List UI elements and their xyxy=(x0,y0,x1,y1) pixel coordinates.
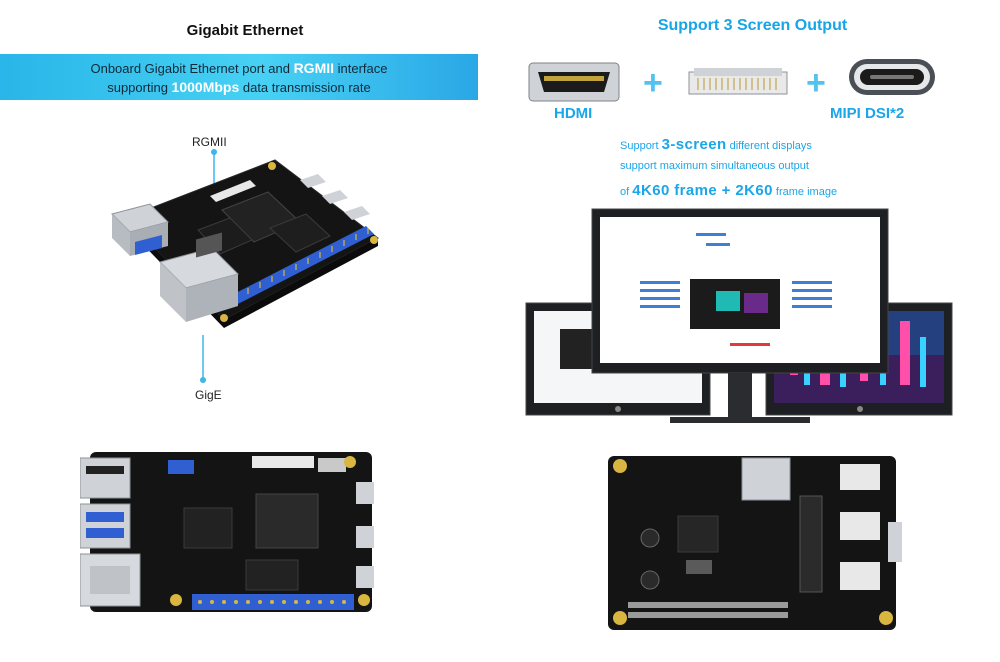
feature-highlight: 3-screen xyxy=(661,136,727,153)
banner-text: supporting xyxy=(107,80,172,95)
usb-c-port-icon xyxy=(849,59,935,95)
fpc-connector-icon xyxy=(688,68,788,95)
ethernet-banner: Onboard Gigabit Ethernet port and RGMII … xyxy=(0,54,478,100)
banner-highlight-1000mbps: 1000Mbps xyxy=(171,79,240,95)
three-monitors-image xyxy=(525,208,953,423)
rgmii-callout-label: RGMII xyxy=(192,135,227,149)
board-isometric-image xyxy=(111,149,379,383)
feature-line-1: Support 3-screen different displays xyxy=(620,136,812,153)
feature-highlight: 4K60 frame + 2K60 xyxy=(632,182,773,199)
feature-line-2: support maximum simultaneous output xyxy=(620,160,809,172)
banner-line-2: supporting 1000Mbps data transmission ra… xyxy=(0,78,478,97)
hdmi-port-icon xyxy=(528,62,620,102)
feature-line-3: of 4K60 frame + 2K60 frame image xyxy=(620,182,837,199)
feature-text: of xyxy=(620,186,633,198)
plus-sign: + xyxy=(643,64,663,102)
feature-text: different displays xyxy=(726,140,812,152)
mipi-dsi-label: MIPI DSI*2 xyxy=(830,105,905,122)
hdmi-label: HDMI xyxy=(554,105,593,122)
board-top-view-image xyxy=(80,452,374,612)
banner-line-1: Onboard Gigabit Ethernet port and RGMII … xyxy=(0,59,478,78)
gige-callout-label: GigE xyxy=(195,388,222,402)
gigabit-ethernet-title: Gigabit Ethernet xyxy=(186,22,304,39)
board-bottom-view-image xyxy=(608,456,902,630)
feature-text: frame image xyxy=(772,186,838,198)
banner-highlight-rgmii: RGMII xyxy=(293,60,335,76)
banner-text: data transmission rate xyxy=(239,80,371,95)
screen-output-title: Support 3 Screen Output xyxy=(657,17,848,34)
feature-text: Support xyxy=(620,140,662,152)
plus-sign: + xyxy=(806,64,826,102)
banner-text: interface xyxy=(334,61,388,76)
banner-text: Onboard Gigabit Ethernet port and xyxy=(90,61,294,76)
